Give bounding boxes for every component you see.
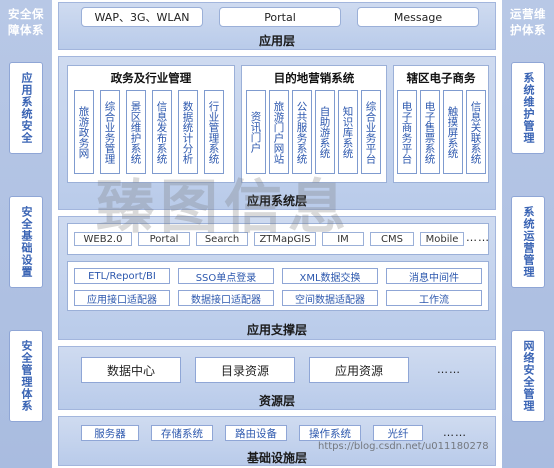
infra-server[interactable]: 服务器 [81,425,139,441]
infra-router[interactable]: 路由设备 [225,425,287,441]
sys-item[interactable]: 信息发布系统 [152,90,172,174]
sys-item[interactable]: 景区维护系统 [126,90,146,174]
sys-item[interactable]: 触摸屏系统 [443,90,463,174]
resource-layer-title: 资源层 [258,394,295,408]
group-government: 政务及行业管理 旅游政务网 综合业务管理 景区维护系统 信息发布系统 数据统计分… [67,65,235,183]
sys-item[interactable]: 公共服务系统 [292,90,312,174]
res-application[interactable]: 应用资源 [309,357,409,383]
group-ecommerce-title: 辖区电子商务 [406,71,476,85]
group-ecommerce: 辖区电子商务 电子商务平台 电子售票系统 触摸屏系统 信息关联系统 [393,65,489,183]
mw-app-adapter[interactable]: 应用接口适配器 [74,290,170,306]
tech-web20[interactable]: WEB2.0 [74,232,132,246]
tech-mobile[interactable]: Mobile [420,232,464,246]
sys-item[interactable]: 综合业务平台 [361,90,381,174]
tech-cms[interactable]: CMS [370,232,414,246]
support-layer: WEB2.0 Portal Search ZTMapGIS IM CMS Mob… [58,216,496,340]
sys-item[interactable]: 知识库系统 [338,90,358,174]
tech-more: …… [466,231,490,244]
operations-pillar-title: 运营维护体系 [510,7,546,37]
middleware-panel: ETL/Report/BI SSO单点登录 XML数据交换 消息中间件 应用接口… [67,261,489,311]
ops-item-network[interactable]: 网络安全管理 [511,330,545,422]
group-marketing-title: 目的地营销系统 [273,71,355,85]
mw-message[interactable]: 消息中间件 [386,268,482,284]
security-item-mgmt[interactable]: 安全管理体系 [9,330,43,422]
infra-fiber[interactable]: 光纤 [373,425,423,441]
res-catalog[interactable]: 目录资源 [195,357,295,383]
security-pillar-title: 安全保障体系 [8,7,44,37]
sys-item[interactable]: 数据统计分析 [178,90,198,174]
security-item-infra[interactable]: 安全基础设置 [9,196,43,288]
infra-layer-title: 基础设施层 [246,451,307,465]
sys-item[interactable]: 行业管理系统 [204,90,224,174]
security-item-app[interactable]: 应用系统安全 [9,62,43,154]
sys-item[interactable]: 旅游政务网 [74,90,94,174]
tech-ztmapgis[interactable]: ZTMapGIS [254,232,316,246]
mw-data-adapter[interactable]: 数据接口适配器 [178,290,274,306]
system-layer: 政务及行业管理 旅游政务网 综合业务管理 景区维护系统 信息发布系统 数据统计分… [58,56,496,210]
sys-item[interactable]: 综合业务管理 [100,90,120,174]
sys-item[interactable]: 信息关联系统 [466,90,486,174]
ops-item-maintenance[interactable]: 系统维护管理 [511,62,545,154]
res-more: …… [437,363,461,376]
tech-search[interactable]: Search [196,232,248,246]
mw-etl[interactable]: ETL/Report/BI [74,268,170,284]
sys-item[interactable]: 电子商务平台 [397,90,417,174]
app-layer: WAP、3G、WLAN Portal Message 应用层 [58,2,496,50]
tech-im[interactable]: IM [322,232,364,246]
channel-message[interactable]: Message [357,7,479,27]
security-pillar: 安全保障体系 应用系统安全 安全基础设置 安全管理体系 [0,0,52,468]
sys-item[interactable]: 自助游系统 [315,90,335,174]
sys-item[interactable]: 资讯门户 [246,90,266,174]
infra-layer: 服务器 存储系统 路由设备 操作系统 光纤 …… 基础设施层 [58,416,496,466]
system-layer-title: 应用系统层 [246,194,307,208]
mw-xml[interactable]: XML数据交换 [282,268,378,284]
group-government-title: 政务及行业管理 [110,71,192,85]
tech-bar: WEB2.0 Portal Search ZTMapGIS IM CMS Mob… [67,223,489,255]
app-layer-title: 应用层 [258,34,295,48]
mw-sso[interactable]: SSO单点登录 [178,268,274,284]
resource-layer: 数据中心 目录资源 应用资源 …… 资源层 [58,346,496,410]
sys-item[interactable]: 电子售票系统 [420,90,440,174]
channel-mobile[interactable]: WAP、3G、WLAN [81,7,203,27]
infra-storage[interactable]: 存储系统 [151,425,213,441]
operations-pillar: 运营维护体系 系统维护管理 系统运营管理 网络安全管理 [502,0,554,468]
infra-os[interactable]: 操作系统 [299,425,361,441]
tech-portal[interactable]: Portal [138,232,190,246]
infra-more: …… [443,426,467,439]
group-marketing: 目的地营销系统 资讯门户 旅游门户网站 公共服务系统 自助游系统 知识库系统 综… [241,65,387,183]
channel-portal[interactable]: Portal [219,7,341,27]
support-layer-title: 应用支撑层 [246,323,307,337]
mw-spatial-adapter[interactable]: 空间数据适配器 [282,290,378,306]
res-data-center[interactable]: 数据中心 [81,357,181,383]
sys-item[interactable]: 旅游门户网站 [269,90,289,174]
ops-item-operation[interactable]: 系统运营管理 [511,196,545,288]
mw-workflow[interactable]: 工作流 [386,290,482,306]
